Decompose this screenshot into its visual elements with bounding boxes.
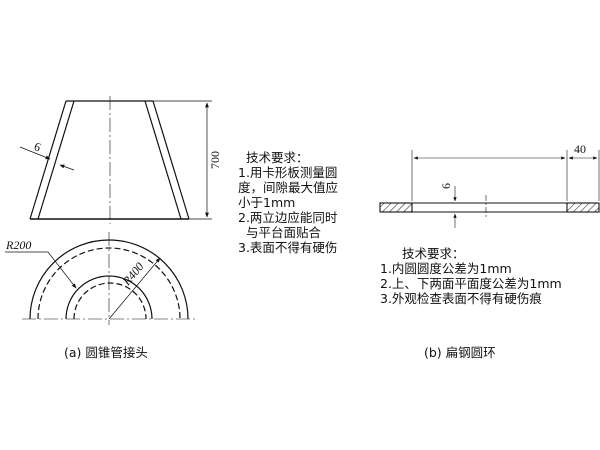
requirements-a-title: 技术要求：	[246, 150, 309, 165]
cone-height-label: 700	[208, 151, 222, 169]
cone-thickness-label: 6	[32, 139, 42, 154]
flat-ring-section	[379, 150, 600, 228]
ring-thickness-label: 6	[439, 183, 453, 189]
requirements-a-line: 1.用卡形板测量圆	[238, 165, 338, 180]
caption-a: (a) 圆锥管接头	[64, 345, 148, 360]
requirements-a-line: 2.两立边应能同时	[238, 210, 338, 225]
requirements-a-line: 小于1mm	[238, 195, 296, 210]
requirements-a-line: 与平台面贴合	[246, 225, 322, 240]
outer-radius-label: R200	[5, 238, 31, 252]
ring-width-label: 40	[574, 142, 586, 156]
requirements-b: 技术要求： 1.内圆圆度公差为1mm 2.上、下两面平面度公差为1mm 3.外观…	[380, 246, 562, 306]
requirements-a-line: 3.表面不得有硬伤	[238, 240, 338, 255]
requirements-a: 技术要求： 1.用卡形板测量圆 度，间隙最大值应 小于1mm 2.两立边应能同时…	[238, 150, 338, 255]
inner-radius-label: R400	[119, 260, 147, 289]
requirements-b-title: 技术要求：	[402, 246, 465, 261]
requirements-b-line: 1.内圆圆度公差为1mm	[380, 261, 512, 276]
half-ring-plan	[5, 232, 196, 325]
requirements-a-line: 度，间隙最大值应	[238, 180, 339, 195]
caption-b: (b) 扁钢圆环	[424, 345, 496, 360]
requirements-b-line: 3.外观检查表面不得有硬伤痕	[380, 291, 542, 306]
cone-elevation	[19, 96, 212, 224]
requirements-b-line: 2.上、下两面平面度公差为1mm	[380, 276, 562, 291]
